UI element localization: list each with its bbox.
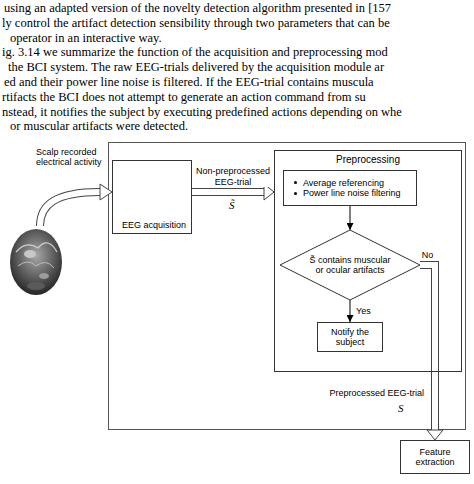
- bullet-row: Power line noise filtering: [292, 188, 408, 198]
- edge-label: Non-preprocessed EEG-trial: [194, 166, 272, 187]
- body-text-line: ig. 3.14 we summarize the function of th…: [2, 45, 388, 59]
- edge-label: No: [421, 250, 435, 260]
- flow-arrow: [350, 206, 351, 230]
- brain-fold: [16, 243, 57, 252]
- group-title: Preprocessing: [336, 154, 400, 166]
- body-text-line: the BCI system. The raw EEG-trials deliv…: [8, 60, 384, 74]
- arrow-line: [350, 300, 351, 322]
- diamond-text-area: S̃ contains muscular or ocular artifacts: [308, 255, 392, 276]
- node-text: Notify the subject: [322, 327, 378, 348]
- preprocessing-box: PreprocessingAverage referencingPower li…: [274, 150, 462, 372]
- process-box: Average referencingPower line noise filt…: [283, 170, 417, 206]
- body-text-line: using an adapted version of the novelty …: [4, 1, 391, 15]
- arrow-shaft: [420, 265, 435, 430]
- brain-patch: [39, 273, 49, 279]
- brain-patch: [27, 282, 45, 290]
- signal-symbol: S: [398, 402, 404, 415]
- bullet-row: Average referencing: [292, 178, 408, 188]
- arrow-shaft: [420, 265, 435, 430]
- arrow-shaft: [40, 192, 100, 226]
- process-box: Feature extraction: [400, 440, 470, 474]
- brain-patch: [24, 250, 36, 258]
- body-text-line: nstead, it notifies the subject by execu…: [2, 105, 402, 119]
- module-frame: [109, 143, 466, 430]
- body-text-line: or muscular artifacts were detected.: [10, 119, 188, 133]
- arrow-shaft: [40, 192, 100, 226]
- node-text: S̃ contains muscular or ocular artifacts: [308, 255, 392, 276]
- input-arrow: [40, 184, 112, 226]
- process-box: Notify the subject: [317, 322, 383, 352]
- input-label: Scalp recorded electrical activity: [36, 147, 106, 168]
- arrow-shaft: [192, 188, 264, 196]
- signal-symbol: S̃: [229, 199, 235, 212]
- node-text: Power line noise filtering: [303, 188, 401, 198]
- body-text-line: rtifacts the BCI does not attempt to gen…: [2, 90, 366, 104]
- diamond-shape: [280, 230, 420, 300]
- body-text-line: ed and their power line noise is filtere…: [4, 75, 374, 89]
- node-text: Average referencing: [303, 178, 384, 188]
- edge-label: Yes: [355, 306, 372, 316]
- flow-arrow: [350, 300, 351, 322]
- brain-fold: [18, 262, 54, 268]
- bullet-dot: [294, 181, 297, 184]
- node-text: Feature extraction: [405, 447, 465, 468]
- body-text-line: ly control the artifact detection sensib…: [2, 16, 390, 30]
- acquisition-box: EEG acquisition: [112, 160, 192, 234]
- head-image: [10, 229, 62, 295]
- arrow-line: [350, 206, 351, 230]
- arrow-head: [100, 184, 112, 200]
- output-label: Preprocessed EEG-trial: [314, 388, 424, 398]
- block-arrow: [420, 265, 443, 440]
- bullet-dot: [294, 192, 297, 195]
- arrow-shaft: [192, 189, 264, 195]
- node-text: EEG acquisition: [122, 220, 186, 230]
- arrow-head: [427, 430, 443, 440]
- body-text-line: operator in an interactive way.: [10, 31, 162, 45]
- decision-diamond: S̃ contains muscular or ocular artifacts: [280, 230, 420, 300]
- head-shape: [10, 229, 62, 295]
